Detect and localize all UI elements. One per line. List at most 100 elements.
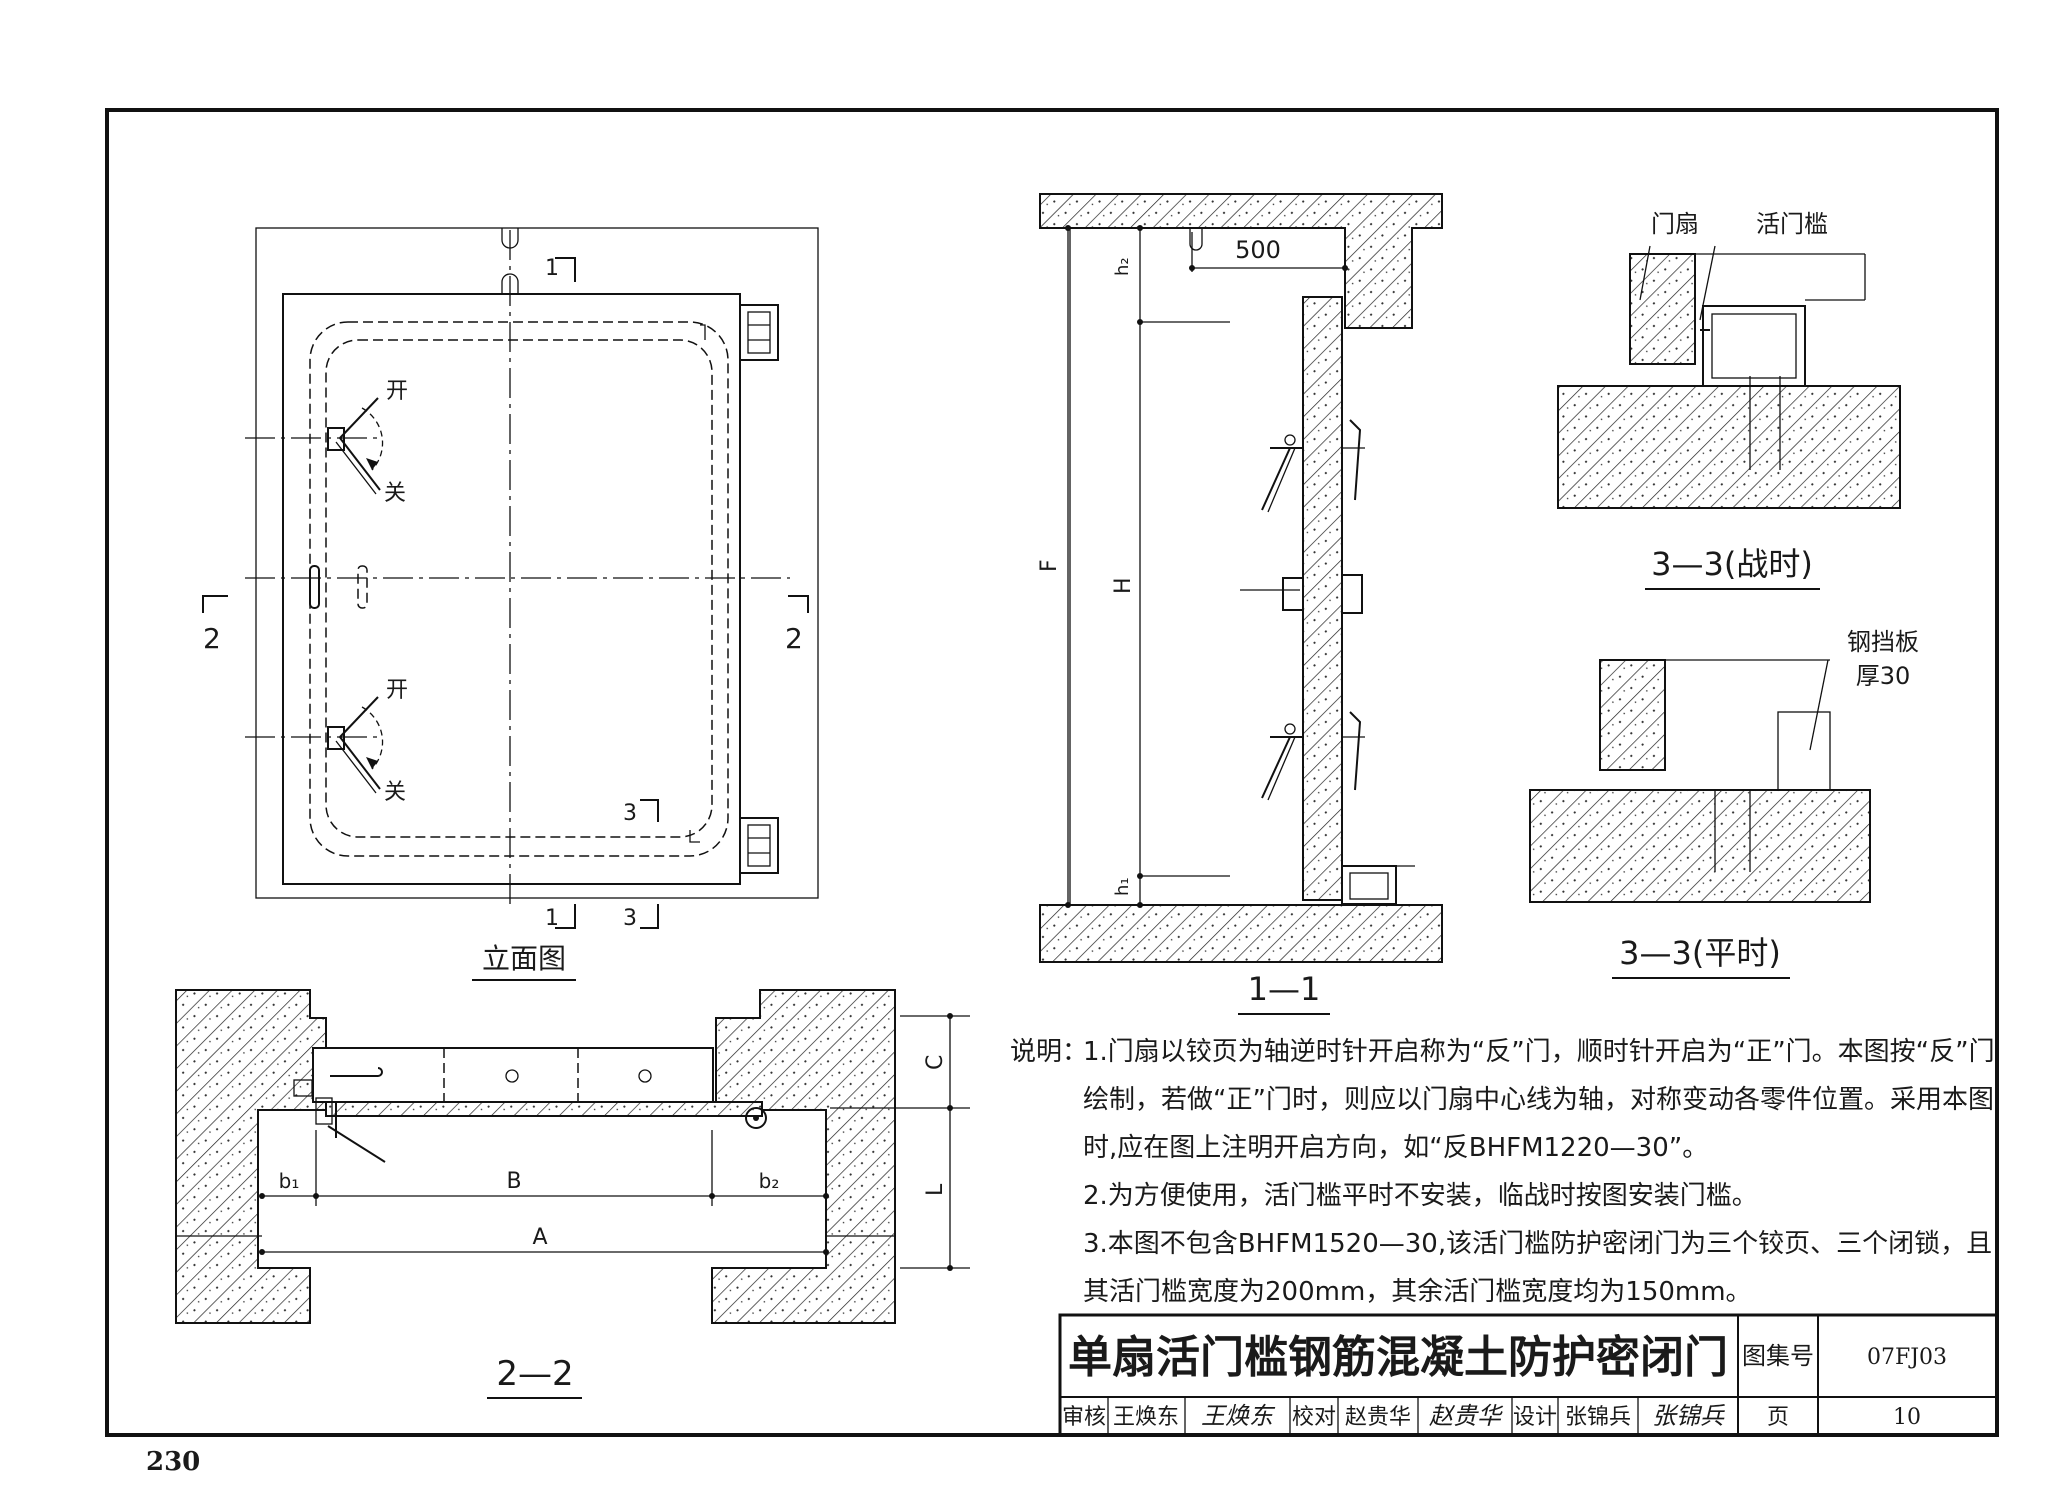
review-signature: 王焕东	[1201, 1402, 1276, 1430]
leaf-bolt-2-icon	[638, 1069, 652, 1083]
side-bolt-slot-icon	[309, 565, 320, 609]
upper-open-label: 开	[386, 379, 408, 404]
review-name: 王焕东	[1113, 1405, 1179, 1430]
dim-L-label: L	[923, 1183, 948, 1196]
section-2-left-label: 2	[203, 622, 221, 655]
lower-lock-section-icon	[1261, 711, 1365, 801]
section-2-2-title: 2—2	[496, 1354, 573, 1394]
section-1-bottom-marker	[555, 904, 576, 929]
section-3-top-label: 3	[623, 801, 637, 826]
seal-mark-upper-icon	[700, 324, 706, 340]
design-signature: 张锦兵	[1652, 1402, 1725, 1430]
drawing-title: 单扇活门槛钢筋混凝土防护密闭门	[1068, 1332, 1728, 1383]
door-leaf-outline	[282, 293, 741, 885]
sill-box-inner	[1349, 872, 1389, 900]
seal-mark-lower-icon	[689, 830, 700, 843]
section-2-left-marker	[202, 595, 228, 613]
dim-b2-label: b₂	[759, 1169, 780, 1193]
war-leader-sill	[1699, 245, 1716, 321]
note-line-6: 其活门槛宽度为200mm，其余活门槛宽度均为150mm。	[1083, 1277, 1752, 1307]
elevation-wall-outline	[255, 227, 819, 899]
seal-outline-outer	[309, 321, 729, 857]
peace-steel-plate-label: 钢挡板	[1847, 628, 1919, 656]
lower-open-label: 开	[386, 678, 408, 703]
page-number: 230	[146, 1447, 200, 1477]
title-block-frame	[1058, 1313, 1999, 1437]
door-leaf-section-hatch	[1302, 296, 1343, 901]
peace-leader-plate	[1809, 659, 1829, 751]
check-label: 校对	[1292, 1405, 1336, 1430]
elevation-title: 立面图	[482, 942, 566, 975]
war-leader-leaf	[1639, 245, 1651, 301]
lock-handle-plan-icon	[293, 1067, 386, 1163]
lifting-eye-icon	[501, 273, 519, 294]
dim-500-label: 500	[1235, 236, 1281, 264]
section-2-right-marker	[788, 595, 809, 613]
upper-hinge-icon	[739, 304, 779, 361]
top-hook-section-icon	[1189, 228, 1203, 251]
war-sill-box-inner	[1711, 313, 1797, 379]
section-3-3-war-title: 3—3(战时)	[1651, 545, 1813, 583]
peace-thickness-label: 厚30	[1856, 662, 1911, 690]
peace-floor-hatch	[1529, 789, 1871, 903]
war-floor-hatch	[1557, 385, 1901, 509]
dim-h1-label: h₁	[1112, 877, 1133, 896]
check-signature: 赵贵华	[1429, 1402, 1504, 1430]
dim-F-label: F	[1037, 559, 1062, 572]
dim-ticks	[1065, 225, 1348, 908]
section-1-bottom-label: 1	[545, 906, 559, 931]
war-sill-box	[1702, 305, 1806, 387]
inner-bolt-slot-icon	[357, 565, 368, 609]
dim-B-label: B	[506, 1169, 521, 1194]
left-wall-hatch	[175, 989, 327, 1324]
section-1-top-label: 1	[545, 256, 559, 281]
hinge-pin-icon	[753, 1115, 759, 1121]
right-wall-hatch	[711, 989, 896, 1324]
section-2-2-view: b₁ B b₂ A C L 2—2	[175, 989, 970, 1399]
note-line-4: 2.为方便使用，活门槛平时不安装，临战时按图安装门槛。	[1083, 1181, 1758, 1211]
peace-door-leaf-hatch	[1599, 659, 1666, 771]
atlas-number-label: 图集号	[1742, 1342, 1814, 1370]
dim-C-label: C	[923, 1055, 948, 1070]
upper-lock-handle-icon	[327, 397, 384, 495]
section-3-3-peace-view: 钢挡板 厚30 3—3(平时)	[1529, 628, 1919, 979]
middle-handle-section-icon	[1240, 574, 1363, 614]
check-name: 赵贵华	[1345, 1405, 1411, 1430]
section-3-bottom-marker	[640, 904, 659, 929]
war-movable-sill-label: 活门槛	[1756, 210, 1828, 238]
note-line-5: 3.本图不包含BHFM1520—30,该活门槛防护密闭门为三个铰页、三个闭锁，且	[1083, 1229, 1992, 1259]
section-3-top-marker	[640, 799, 659, 822]
section-1-1-title: 1—1	[1248, 970, 1321, 1008]
note-line-3: 时,应在图上注明开启方向，如“反BHFM1220—30”。	[1083, 1133, 1708, 1163]
leaf-seal-strip	[325, 1101, 763, 1117]
section-1-top-marker	[555, 257, 576, 282]
note-line-2: 绘制，若做“正”门时，则应以门扇中心线为轴，对称变动各零件位置。采用本图	[1083, 1085, 1994, 1115]
dim-2-2-ticks	[259, 1013, 953, 1271]
dim-A-label: A	[532, 1225, 547, 1250]
seal-outline-inner	[325, 339, 713, 838]
section-2-right-label: 2	[785, 622, 803, 655]
peace-steel-plate	[1777, 711, 1831, 791]
section-1-1-view: 500 h₂ h₁ F H 1—1	[1037, 193, 1443, 1015]
sheet-border	[105, 108, 1999, 1437]
upper-lock-section-icon	[1261, 419, 1365, 513]
dim-h2-label: h₂	[1112, 257, 1133, 276]
design-label: 设计	[1513, 1405, 1557, 1430]
hinge-plan-icon	[745, 1107, 767, 1129]
lower-hinge-icon	[739, 817, 779, 874]
lower-lock-handle-icon	[327, 696, 384, 794]
design-name: 张锦兵	[1565, 1405, 1631, 1430]
atlas-number-value: 07FJ03	[1867, 1345, 1947, 1370]
section-3-3-peace-title: 3—3(平时)	[1619, 934, 1781, 972]
page-label: 页	[1767, 1405, 1789, 1430]
top-hook-icon	[501, 228, 519, 249]
section-3-bottom-label: 3	[623, 906, 637, 931]
page-value: 10	[1893, 1405, 1921, 1430]
leaf-bolt-1-icon	[505, 1069, 519, 1083]
dim-H-label: H	[1111, 577, 1136, 594]
war-door-leaf-hatch	[1629, 253, 1696, 365]
section-3-3-war-view: 门扇 活门槛 3—3(战时)	[1557, 210, 1901, 590]
war-door-leaf-label: 门扇	[1651, 210, 1699, 238]
review-label: 审核	[1062, 1405, 1106, 1430]
